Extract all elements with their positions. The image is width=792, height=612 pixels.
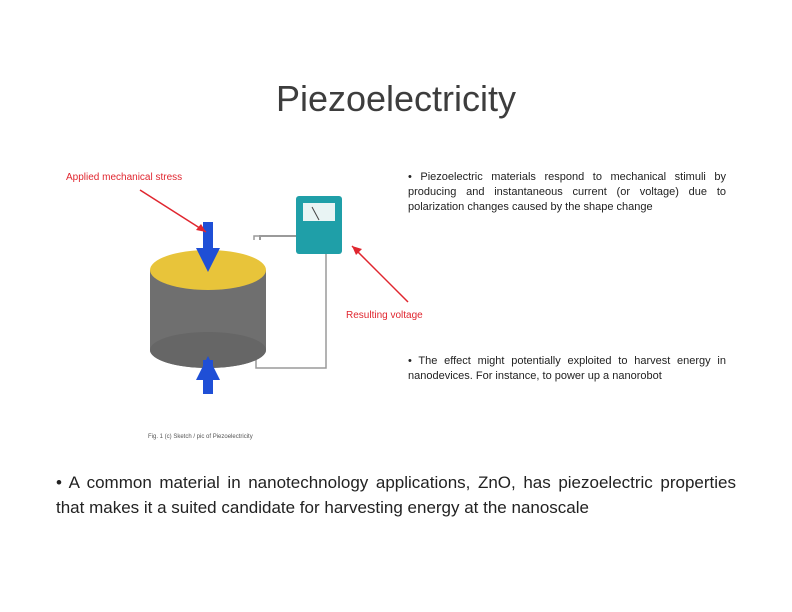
- slide-title: Piezoelectricity: [275, 78, 517, 119]
- right-bullet-2-text: • The effect might potentially exploited…: [408, 355, 726, 382]
- applied-stress-label: Applied mechanical stress: [66, 172, 183, 183]
- voltage-pointer-line: [351, 245, 409, 303]
- stress-arrow-icon: [196, 222, 220, 394]
- stress-pointer-line: [139, 189, 207, 233]
- wire-right: [255, 252, 327, 369]
- resulting-voltage-label: Resulting voltage: [346, 310, 423, 321]
- right-bullet-1: • Piezoelectric materials respond to mec…: [408, 170, 726, 215]
- wire-loop: [253, 235, 296, 240]
- right-bullet-1-text: • Piezoelectric materials respond to mec…: [408, 171, 726, 213]
- bottom-bullet: • A common material in nanotechnology ap…: [56, 470, 736, 520]
- right-bullet-2: • The effect might potentially exploited…: [408, 354, 726, 384]
- bottom-bullet-text: • A common material in nanotechnology ap…: [56, 473, 736, 517]
- voltmeter-icon: [296, 196, 342, 254]
- figure-caption: Fig. 1 (c) Sketch / pic of Piezoelectric…: [148, 434, 253, 440]
